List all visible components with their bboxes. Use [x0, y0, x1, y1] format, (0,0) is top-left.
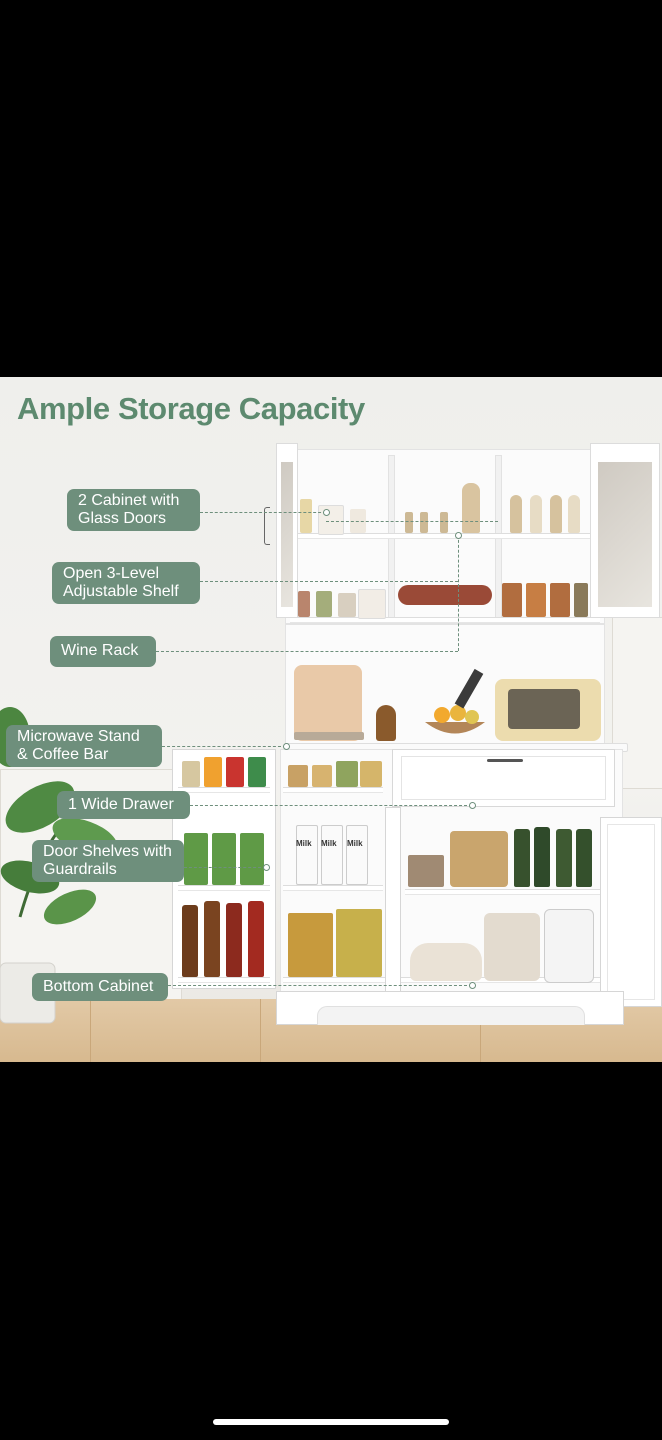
callout-bottom-cabinet: Bottom Cabinet	[32, 973, 168, 1001]
glass-door-right	[590, 443, 660, 618]
callout-glass-doors: 2 Cabinet with Glass Doors	[67, 489, 200, 531]
page-title: Ample Storage Capacity	[17, 391, 365, 426]
glass-door-left	[276, 443, 298, 618]
cabinet-door-right	[600, 817, 662, 1007]
cabinet-plinth	[276, 991, 624, 1025]
cabinet-door-left	[385, 807, 401, 1015]
wide-drawer	[392, 749, 615, 807]
callout-door-shelves: Door Shelves with Guardrails	[32, 840, 184, 882]
callout-wine-rack: Wine Rack	[50, 636, 156, 667]
callout-wide-drawer: 1 Wide Drawer	[57, 791, 190, 819]
home-indicator[interactable]	[213, 1419, 449, 1425]
callout-adjustable-shelf: Open 3-Level Adjustable Shelf	[52, 562, 200, 604]
callout-coffee-bar: Microwave Stand & Coffee Bar	[6, 725, 162, 767]
product-image: Ample Storage Capacity	[0, 377, 662, 1062]
milk-label: Milk	[347, 839, 363, 848]
milk-label: Milk	[321, 839, 337, 848]
milk-label: Milk	[296, 839, 312, 848]
